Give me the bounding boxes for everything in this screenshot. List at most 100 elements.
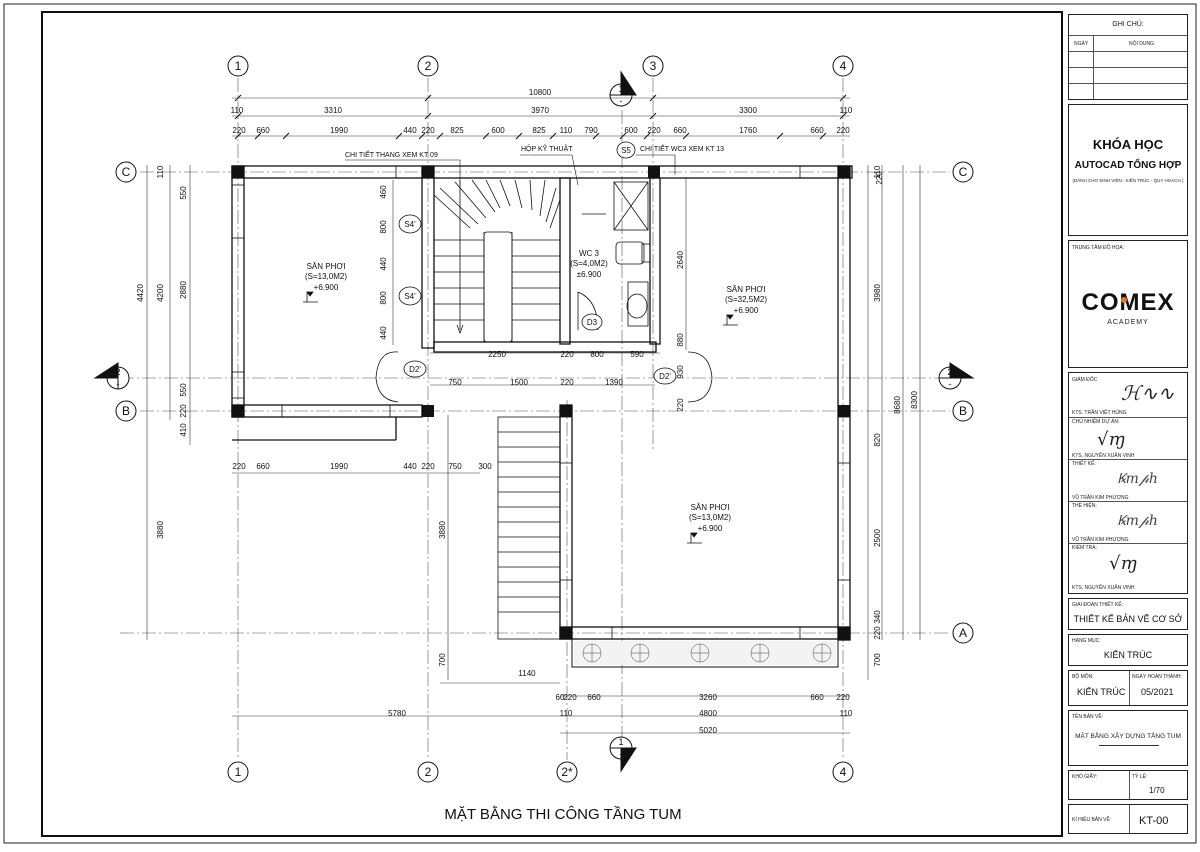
note-stair-detail: CHI TIẾT THANG XEM KT 09 xyxy=(345,149,438,159)
dim-top-r2-2: 3970 xyxy=(531,106,549,115)
dim-top-r3-4: 220 xyxy=(421,126,435,135)
room-4-level: +6.900 xyxy=(698,524,723,533)
tag-s5: S5 xyxy=(621,146,631,155)
tag-s4a: S4' xyxy=(404,220,416,229)
dim-left-mid-1: 550 xyxy=(179,186,188,200)
grid-bubble-right-a xyxy=(952,622,974,644)
dim-right-inner-6: 2500 xyxy=(873,529,882,547)
dim-top-r3-3: 440 xyxy=(403,126,417,135)
course-line-1: KHÓA HỌC xyxy=(1092,137,1164,152)
wc-fixtures xyxy=(577,181,651,331)
dim-top-total: 10800 xyxy=(529,88,552,97)
dept-box: BỘ MÔN: KIẾN TRÚC NGÀY HOÀN THÀNH: 05/20… xyxy=(1068,670,1188,706)
dim-top-r3-5: 825 xyxy=(450,126,464,135)
dimension-texts-vertical: 4420 3880 4200 410 110 550 2880 550 220 … xyxy=(136,165,919,667)
code-value: KT-00 xyxy=(1139,815,1169,827)
dim-stair-v-4: 440 xyxy=(379,326,388,340)
note-duct: HỘP KỸ THUẬT xyxy=(521,144,573,153)
dim-right-inner-8: 220 xyxy=(873,626,882,640)
course-box: KHÓA HỌC AUTOCAD TỔNG HỢP (DÀNH CHO SINH… xyxy=(1068,104,1188,236)
item-box: HẠNG MỤC: KIẾN TRÚC xyxy=(1068,634,1188,666)
name-value: MẶT BẰNG XÂY DỰNG TẦNG TUM xyxy=(1075,733,1181,740)
room-3-area: (S=32,5M2) xyxy=(725,295,767,304)
section-markers xyxy=(93,70,975,773)
pm-name: KTS. NGUYỄN XUÂN VINH xyxy=(1072,453,1135,459)
col-content: NỘI DUNG xyxy=(1129,41,1154,47)
center-box: TRUNG TÂM ĐỒ HỌA: COMEX ACADEMY xyxy=(1068,240,1188,368)
design-name: VŨ TRẦN KIM PHƯỢNG xyxy=(1072,495,1129,501)
scale-value: 1/70 xyxy=(1149,786,1165,795)
room-2-name: WC 3 xyxy=(579,249,600,258)
done-label: NGÀY HOÀN THÀNH: xyxy=(1132,674,1182,680)
dim-bot-r2-2: 110 xyxy=(840,709,853,718)
drawing-title: MẶT BẰNG THI CÔNG TẦNG TUM xyxy=(444,805,681,823)
grid-bubble-top-1 xyxy=(227,55,249,77)
grid-bubble-bottom-2 xyxy=(417,761,439,783)
dim-mid-1: 660 xyxy=(256,462,270,471)
dept-label: BỘ MÔN: xyxy=(1072,674,1094,680)
dim-inner-0: 2250 xyxy=(488,350,506,359)
tag-s4b: S4' xyxy=(404,292,416,301)
title-block: GHI CHÚ: NGÀY NỘI DUNG KHÓA HỌC AUTOCAD … xyxy=(1068,14,1188,834)
dim-top-r3-11: 220 xyxy=(647,126,661,135)
dimension-ticks xyxy=(234,94,847,140)
room-3-name: SÂN PHƠI xyxy=(727,285,766,294)
notes-header: GHI CHÚ: xyxy=(1112,21,1144,28)
dim-top-r2-1: 3310 xyxy=(324,106,342,115)
name-box: TÊN BẢN VẼ: MẶT BẰNG XÂY DỰNG TẦNG TUM xyxy=(1068,710,1188,766)
logo-accent-icon xyxy=(1121,297,1127,303)
comex-logo: COMEX xyxy=(1069,289,1187,317)
grid-label-right-a: A xyxy=(959,626,967,640)
col-date: NGÀY xyxy=(1074,41,1089,47)
dim-left-outer-0: 4420 xyxy=(136,284,145,302)
dim-top-r3-15: 220 xyxy=(836,126,850,135)
dim-left-inner-1: 410 xyxy=(179,423,188,437)
grid-bubbles xyxy=(115,55,974,783)
grid-label-right-c: C xyxy=(959,165,968,179)
tag-d3: D3 xyxy=(587,318,598,327)
section-mark-right-num: 2 xyxy=(947,367,952,377)
course-line-3: (DÀNH CHO SINH VIÊN : KIẾN TRÚC - QUY HO… xyxy=(1072,178,1184,183)
dim-top-r3-7: 825 xyxy=(532,126,546,135)
grid-bubble-top-4 xyxy=(832,55,854,77)
dim-right-top: 110 xyxy=(873,165,882,178)
code-box: KÍ HIỆU BẢN VẼ: KT-00 xyxy=(1068,804,1188,834)
dept-value: KIẾN TRÚC xyxy=(1077,687,1126,697)
grid-label-right-b: B xyxy=(959,404,967,418)
design-label: THIẾT KẾ: xyxy=(1072,461,1096,467)
dim-bot-r1-3: 3260 xyxy=(699,693,717,702)
leaders xyxy=(345,154,676,186)
dim-left-low: 700 xyxy=(438,653,447,667)
columns xyxy=(232,166,850,639)
staircase xyxy=(433,177,561,640)
scale-label: TỶ LỆ: xyxy=(1132,774,1148,780)
dim-right-inner-3: 930 xyxy=(676,365,685,379)
section-mark-left-num: 2 xyxy=(115,367,120,377)
director-signature: ℋ∿∿ xyxy=(1121,381,1175,405)
name-label: TÊN BẢN VẼ: xyxy=(1072,714,1104,720)
dimension-texts: 10800 110 3310 3970 3300 110 220 660 199… xyxy=(231,88,853,735)
dim-right-inner-7: 340 xyxy=(873,610,882,624)
draw-signature: Ꝃm𝓅ℎ xyxy=(1117,513,1158,529)
dim-bot-r2-1: 4800 xyxy=(699,709,717,718)
dim-left-stair: 3880 xyxy=(438,521,447,539)
dim-inner-2: 800 xyxy=(590,350,604,359)
dim-top-r3-9: 790 xyxy=(584,126,598,135)
item-label: HẠNG MỤC: xyxy=(1072,638,1101,644)
dim-top-r3-13: 1760 xyxy=(739,126,757,135)
dim-mid-3: 440 xyxy=(403,462,417,471)
dim-right-inner-5: 820 xyxy=(873,433,882,447)
dim-top-r2-0: 110 xyxy=(231,106,244,115)
section-mark-top-num: 1 xyxy=(618,84,623,94)
course-line-2: AUTOCAD TỔNG HỢP xyxy=(1074,160,1182,171)
grid-bubble-bottom-4 xyxy=(832,761,854,783)
dim-top-r3-8: 110 xyxy=(560,126,573,135)
dim-right-mid-0: 3980 xyxy=(873,284,882,302)
grid-label-left-c: C xyxy=(122,165,131,179)
dim-top-r2-3: 3300 xyxy=(739,106,757,115)
dim-mid-4: 220 xyxy=(421,462,435,471)
planter xyxy=(571,638,839,668)
grid-label-bottom-1: 1 xyxy=(235,765,242,779)
note-wc-detail: CHI TIẾT WC3 XEM KT 13 xyxy=(640,143,724,153)
